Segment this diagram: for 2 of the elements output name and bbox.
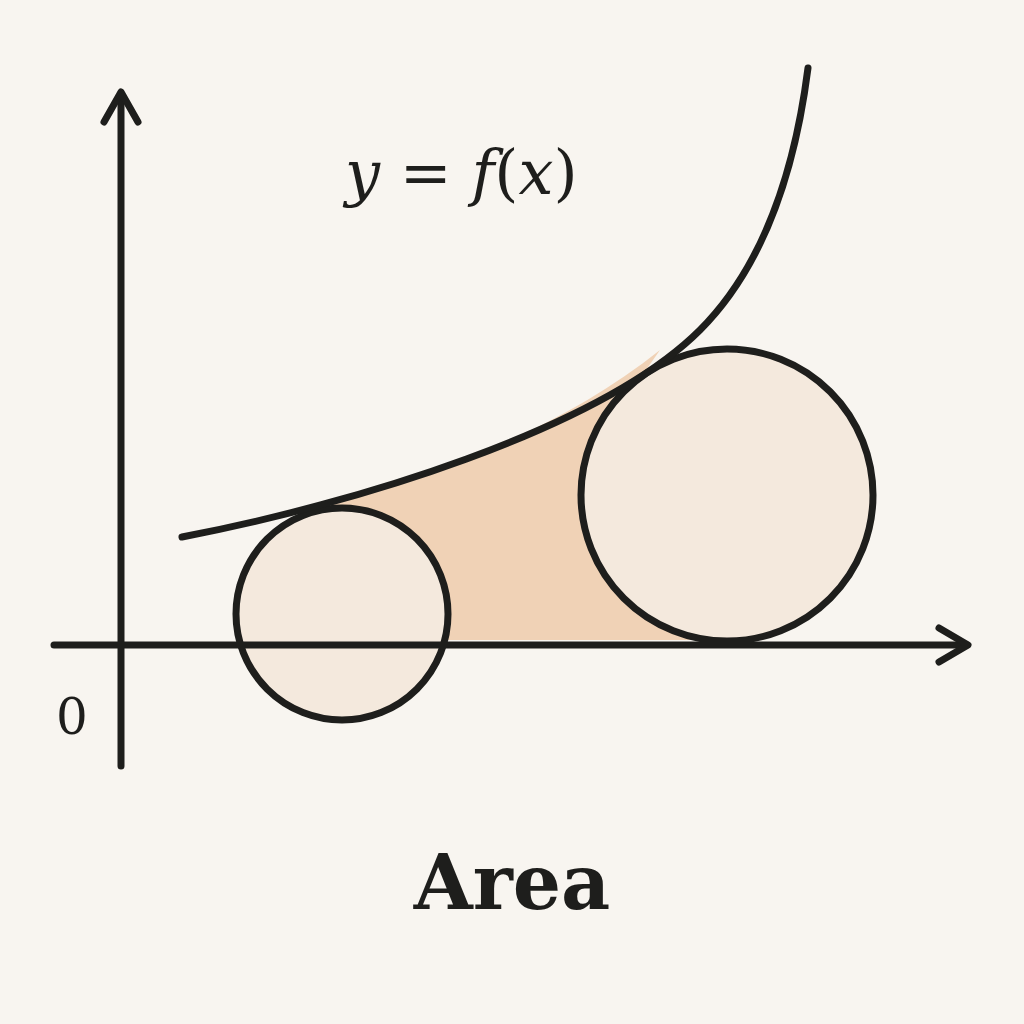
origin-label: 0 bbox=[56, 692, 88, 742]
caption: Area bbox=[413, 845, 611, 921]
